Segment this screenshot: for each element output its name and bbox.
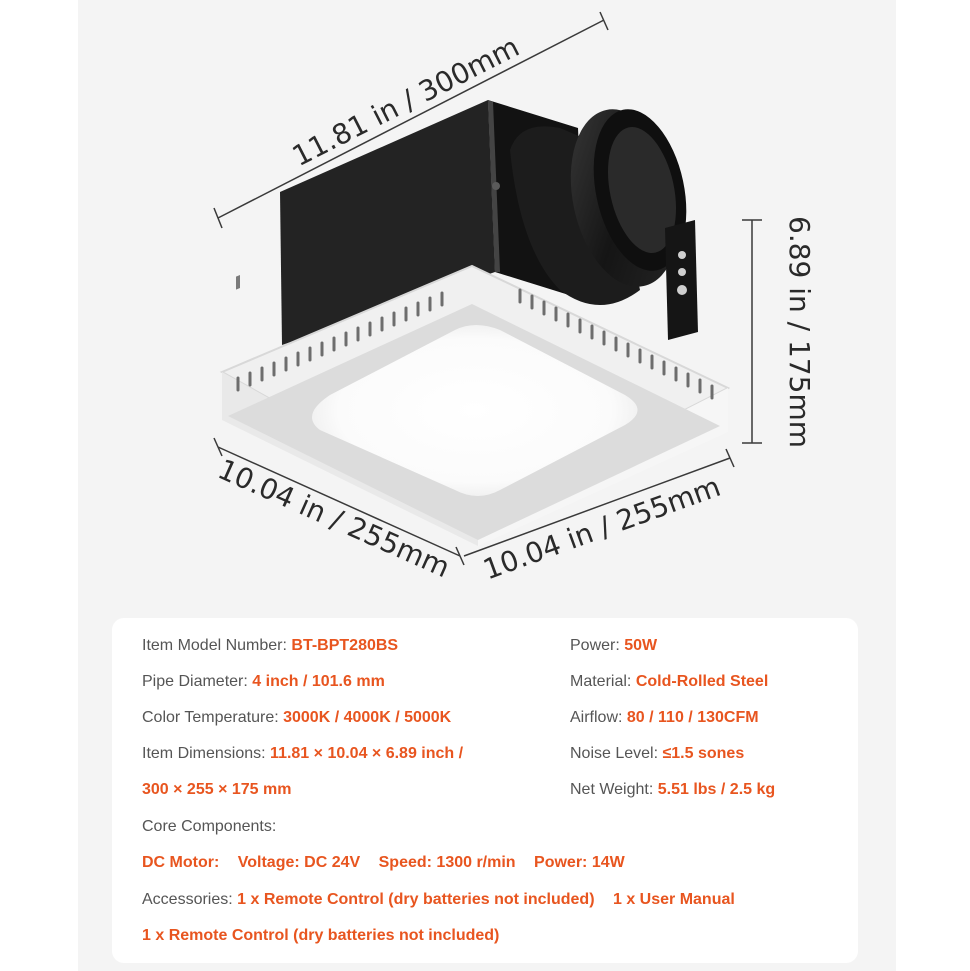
spec-value: 11.81 × 10.04 × 6.89 inch / xyxy=(270,745,464,762)
spec-label: Item Model Number: xyxy=(142,637,287,654)
spec-value: Cold-Rolled Steel xyxy=(635,673,769,690)
spec-value: 300 × 255 × 175 mm xyxy=(142,781,292,798)
spec-item-dimensions-metric: 300 × 255 × 175 mm xyxy=(142,780,291,800)
spec-value: Voltage: DC 24V xyxy=(237,854,361,871)
spec-value: 50W xyxy=(624,637,658,654)
spec-label: Material: xyxy=(570,673,632,690)
spec-value: 1 x Remote Control (dry batteries not in… xyxy=(237,891,595,908)
spec-model: Item Model Number: BT-BPT280BS xyxy=(142,636,398,656)
spec-value: Speed: 1300 r/min xyxy=(378,854,516,871)
dimension-lines xyxy=(213,11,762,566)
spec-value: DC Motor: xyxy=(142,854,220,871)
spec-label: Pipe Diameter: xyxy=(142,673,248,690)
spec-weight: Net Weight: 5.51 lbs / 2.5 kg xyxy=(570,780,775,800)
spec-core-components: DC Motor: Voltage: DC 24V Speed: 1300 r/… xyxy=(142,853,625,873)
grille-frame xyxy=(219,264,731,546)
spec-label: Net Weight: xyxy=(570,781,654,798)
spec-label: Core Components: xyxy=(142,818,277,835)
spec-accessories: Accessories: 1 x Remote Control (dry bat… xyxy=(142,890,735,910)
spec-label: Item Dimensions: xyxy=(142,745,266,762)
spec-noise: Noise Level: ≤1.5 sones xyxy=(570,744,744,764)
spec-value: 4 inch / 101.6 mm xyxy=(252,673,385,690)
product-figure: 11.81 in / 300mm 6.89 in / 175mm 10.04 i… xyxy=(213,11,816,586)
spec-color-temp: Color Temperature: 3000K / 4000K / 5000K xyxy=(142,708,451,728)
spec-pipe: Pipe Diameter: 4 inch / 101.6 mm xyxy=(142,672,385,692)
spec-label: Color Temperature: xyxy=(142,709,279,726)
spec-value: 3000K / 4000K / 5000K xyxy=(283,709,452,726)
spec-label: Accessories: xyxy=(142,891,233,908)
spec-accessories-extra: 1 x Remote Control (dry batteries not in… xyxy=(142,926,499,946)
spec-material: Material: Cold-Rolled Steel xyxy=(570,672,768,692)
mounting-bracket xyxy=(665,220,698,340)
spec-airflow: Airflow: 80 / 110 / 130CFM xyxy=(570,708,759,728)
spec-label: Airflow: xyxy=(570,709,623,726)
spec-value: ≤1.5 sones xyxy=(662,745,745,762)
spec-label: Power: xyxy=(570,637,620,654)
spec-value: BT-BPT280BS xyxy=(291,637,399,654)
spec-label: Noise Level: xyxy=(570,745,659,762)
vent-slots xyxy=(236,288,714,400)
spec-value: 1 x Remote Control (dry batteries not in… xyxy=(142,927,500,944)
specs-card: Item Model Number: BT-BPT280BS Pipe Diam… xyxy=(112,618,858,963)
spec-value: 1 x User Manual xyxy=(612,891,735,908)
spec-value: 80 / 110 / 130CFM xyxy=(626,709,759,726)
duct-connector xyxy=(510,109,687,305)
spec-value: Power: 14W xyxy=(534,854,625,871)
spec-power: Power: 50W xyxy=(570,636,657,656)
spec-item-dimensions: Item Dimensions: 11.81 × 10.04 × 6.89 in… xyxy=(142,744,463,764)
spec-core-label: Core Components: xyxy=(142,817,276,837)
spec-value: 5.51 lbs / 2.5 kg xyxy=(657,781,776,798)
height-label: 6.89 in / 175mm xyxy=(783,216,816,448)
